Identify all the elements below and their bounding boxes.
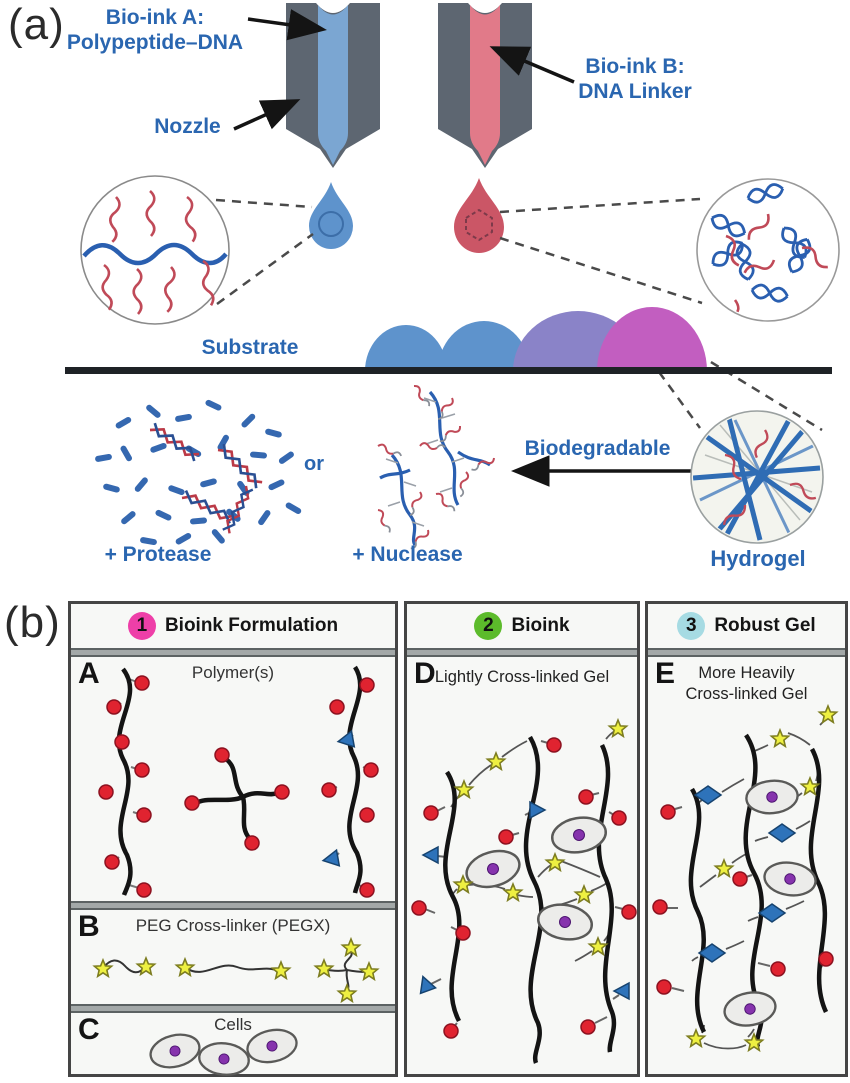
lightly-crosslinked-drawing	[411, 719, 637, 1064]
bioink-b-label: Bio-ink B: DNA Linker	[545, 55, 725, 105]
box2-divider	[407, 648, 637, 657]
protease-products	[95, 399, 302, 546]
bioink-a-line1: Bio-ink A:	[105, 6, 205, 29]
box2-content: D Lightly Cross-linked Gel	[407, 657, 637, 1075]
box2-title: Bioink	[511, 615, 570, 636]
annotation-arrows	[233, 9, 700, 487]
step-1-badge: 1	[127, 612, 156, 640]
box3-title: Robust Gel	[714, 615, 816, 636]
box1-divider-ab	[71, 901, 395, 910]
section-e-letter: E	[655, 657, 676, 690]
box3-divider	[648, 648, 845, 657]
bioink-a-label: Bio-ink A: Polypeptide–DNA	[30, 6, 280, 56]
nozzle-a	[286, 3, 380, 168]
section-a-letter: A	[78, 657, 100, 690]
bioink-b-line2: DNA Linker	[578, 79, 692, 103]
section-c-letter: C	[78, 1013, 100, 1046]
box-bioink-formulation: 1 Bioink Formulation A Polymer(s)	[68, 601, 398, 1077]
nozzle-b	[438, 3, 532, 168]
polymers-drawing	[98, 665, 379, 898]
section-d-letter: D	[414, 657, 436, 690]
substrate-label: Substrate	[201, 336, 299, 359]
step-2-badge: 2	[474, 612, 503, 640]
printed-hydrogel-domes	[365, 307, 707, 371]
nuclease-products	[376, 382, 497, 551]
box3-caption-line1: More Heavily	[698, 664, 795, 682]
box1-header: 1 Bioink Formulation	[71, 604, 395, 648]
substrate-line	[65, 367, 832, 374]
inset-polypeptide-dna	[80, 175, 230, 325]
inset-dna-linker	[696, 178, 840, 322]
box-bioink: 2 Bioink D Lightly Cross-linked Gel	[404, 601, 640, 1077]
nozzle-label: Nozzle	[154, 115, 221, 138]
section-polymers: A Polymer(s)	[71, 657, 395, 901]
or-label: or	[304, 453, 324, 475]
section-b-letter: B	[78, 910, 100, 943]
droplet-bioink-a	[309, 182, 353, 249]
box2-header: 2 Bioink	[407, 604, 637, 648]
box3-caption-line2: Cross-linked Gel	[685, 684, 808, 703]
droplet-bioink-b	[454, 178, 504, 253]
box3-header: 3 Robust Gel	[648, 604, 845, 648]
hydrogel-label: Hydrogel	[710, 546, 806, 571]
box1-divider-bc	[71, 1004, 395, 1013]
box3-caption: More Heavily Cross-linked Gel	[648, 663, 845, 704]
panel-a-label: (a)	[8, 0, 65, 49]
section-cells: C Cells	[71, 1013, 395, 1077]
section-a-title: Polymer(s)	[191, 663, 275, 682]
section-pegx: B PEG Cross-linker (PEGX)	[71, 910, 395, 1004]
section-c-title: Cells	[214, 1015, 252, 1034]
box-robust-gel: 3 Robust Gel E More Heavily Cross-linked…	[645, 601, 848, 1077]
panel-a-artwork	[65, 3, 840, 551]
inset-hydrogel	[690, 410, 824, 544]
dashed-connectors	[215, 197, 823, 432]
bioink-b-line1: Bio-ink B:	[585, 55, 685, 78]
pegx-drawing	[93, 938, 379, 1003]
box2-caption: Lightly Cross-linked Gel	[434, 668, 610, 686]
box1-divider-top	[71, 648, 395, 657]
section-b-title: PEG Cross-linker (PEGX)	[135, 916, 331, 935]
nuclease-label: + Nuclease	[352, 543, 463, 566]
heavily-crosslinked-drawing	[652, 705, 838, 1052]
biodegradable-label: Biodegradable	[524, 437, 671, 460]
bioink-a-line2: Polypeptide–DNA	[66, 30, 244, 54]
box1-title: Bioink Formulation	[164, 615, 339, 636]
step-3-badge: 3	[677, 612, 706, 640]
panel-b-label: (b)	[4, 598, 61, 647]
protease-label: + Protease	[104, 543, 212, 566]
box3-content: E More Heavily Cross-linked Gel	[648, 657, 845, 1075]
